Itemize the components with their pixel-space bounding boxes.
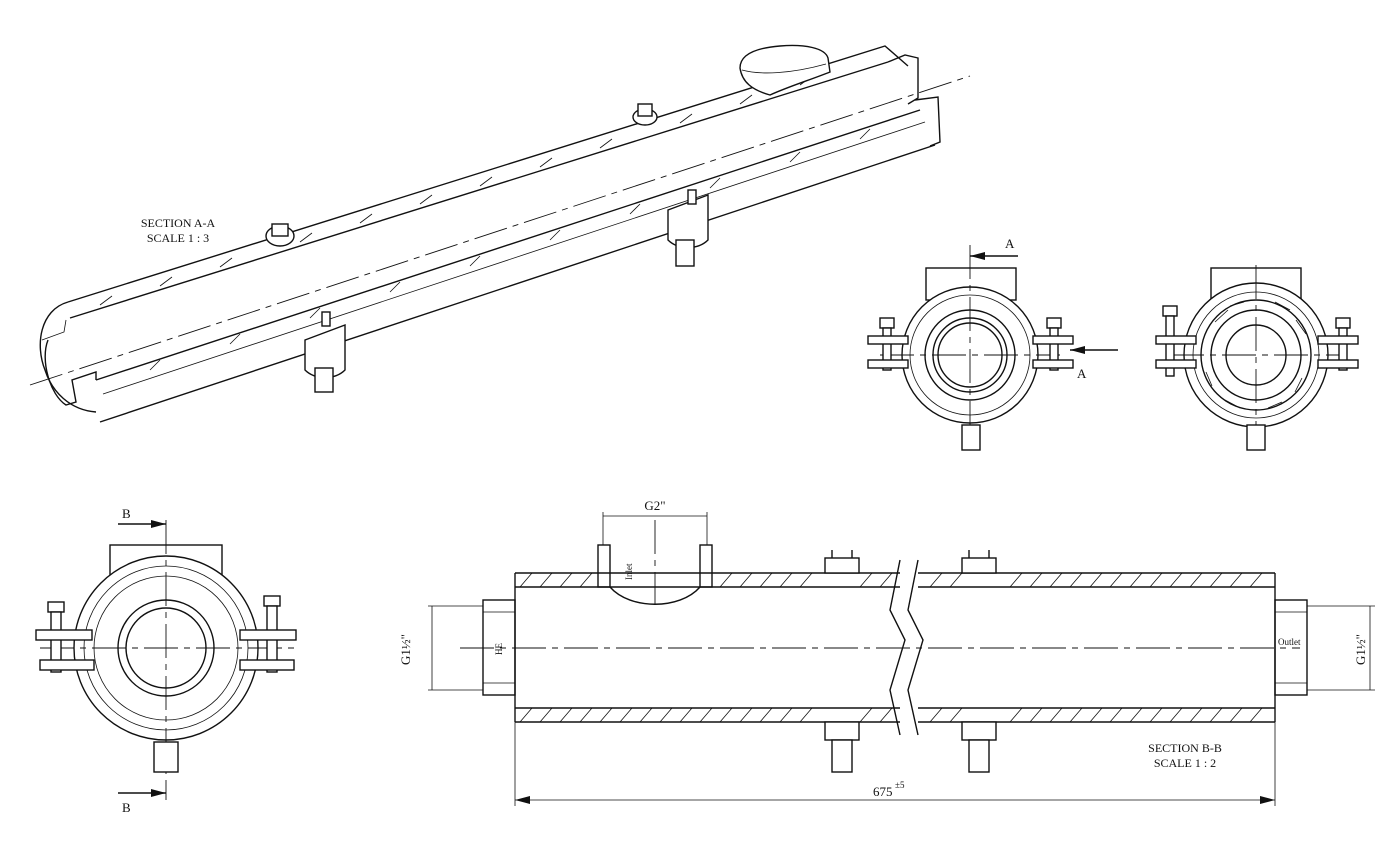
marker-b-top-arrow bbox=[151, 520, 166, 528]
bb-g2-label: G2" bbox=[644, 498, 665, 513]
aa-inlet-boss bbox=[739, 44, 831, 96]
bb-right-thread-label: G1½" bbox=[1353, 634, 1368, 665]
marker-b-bottom-arrow bbox=[151, 789, 166, 797]
aa-centerline bbox=[29, 75, 971, 386]
end-view-section bbox=[1155, 265, 1359, 451]
marker-a-right-arrow bbox=[1070, 346, 1085, 354]
bb-right-stub bbox=[1274, 599, 1308, 696]
aa-inlet-boss-edge bbox=[741, 63, 827, 74]
bb-clamp-top-1 bbox=[824, 550, 860, 574]
bb-clamp-bottom-1 bbox=[824, 721, 860, 773]
end-s-bolt-right bbox=[1317, 317, 1359, 371]
aa-clamp-4 bbox=[667, 189, 709, 267]
bb-clamp-bottom-2 bbox=[961, 721, 997, 773]
bb-length-tolerance: ±5 bbox=[895, 780, 905, 790]
aa-clamp-2 bbox=[632, 103, 658, 126]
end-b-foot bbox=[153, 741, 179, 773]
aa-inner-top bbox=[69, 61, 889, 319]
marker-a-top: A bbox=[1005, 236, 1015, 251]
bb-hatch-top bbox=[519, 572, 1263, 588]
end-a-bolt-left bbox=[867, 317, 909, 371]
aa-lower-edge-1 bbox=[95, 109, 921, 381]
aa-left-pipe bbox=[44, 339, 97, 406]
bb-inlet-wall-left bbox=[597, 544, 611, 588]
aa-right-pipe bbox=[914, 96, 941, 147]
bb-len-arrow-right bbox=[1260, 796, 1275, 804]
bb-length-label: 675 bbox=[873, 784, 893, 799]
end-view-a: A A bbox=[867, 236, 1118, 451]
bb-outlet-label: Outlet bbox=[1278, 637, 1301, 647]
bb-hatch-bottom bbox=[519, 707, 1263, 723]
bb-len-arrow-left bbox=[515, 796, 530, 804]
aa-scale: SCALE 1 : 3 bbox=[147, 231, 209, 245]
marker-b-bottom: B bbox=[122, 800, 131, 815]
end-s-foot bbox=[1246, 424, 1266, 451]
aa-clamp-1 bbox=[265, 223, 295, 247]
bb-break-right bbox=[907, 559, 924, 736]
bb-left-port-label: HE bbox=[494, 643, 504, 655]
aa-clamp-3 bbox=[304, 311, 346, 393]
aa-title: SECTION A-A bbox=[141, 216, 216, 230]
marker-b-top: B bbox=[122, 506, 131, 521]
aa-left-end bbox=[39, 301, 97, 413]
end-s-bolt-left bbox=[1155, 305, 1197, 377]
bb-left-stub bbox=[482, 599, 516, 696]
marker-a-right: A bbox=[1077, 366, 1087, 381]
aa-hatch-bottom bbox=[149, 128, 871, 371]
bb-clamp-top-2 bbox=[961, 550, 997, 574]
end-b-bolt-right bbox=[239, 595, 297, 673]
aa-lower-edge-2 bbox=[99, 144, 936, 423]
bb-scale: SCALE 1 : 2 bbox=[1154, 756, 1216, 770]
bb-inlet-label: Inlet bbox=[624, 563, 634, 580]
end-a-foot bbox=[961, 424, 981, 451]
aa-lower-inner bbox=[102, 121, 926, 395]
bb-title: SECTION B-B bbox=[1148, 741, 1222, 755]
marker-a-top-arrow bbox=[970, 252, 985, 260]
end-s-hatching bbox=[1205, 301, 1307, 409]
bb-break-left bbox=[889, 559, 906, 736]
bb-inlet-wall-right bbox=[699, 544, 713, 588]
end-view-b: B B bbox=[35, 506, 297, 815]
end-b-bolt-left bbox=[35, 601, 95, 673]
end-a-bolt-right bbox=[1032, 317, 1074, 371]
bb-left-thread-label: G1½" bbox=[398, 634, 413, 665]
section-aa-view: SECTION A-A SCALE 1 : 3 bbox=[29, 44, 971, 423]
aa-right-end bbox=[887, 54, 919, 105]
aa-left-rim bbox=[41, 319, 67, 341]
aa-hatch-top bbox=[99, 75, 813, 306]
aa-tube-top bbox=[67, 45, 909, 303]
section-bb-view: Inlet G2" HE G1½" Outlet G1½" bbox=[398, 498, 1375, 806]
